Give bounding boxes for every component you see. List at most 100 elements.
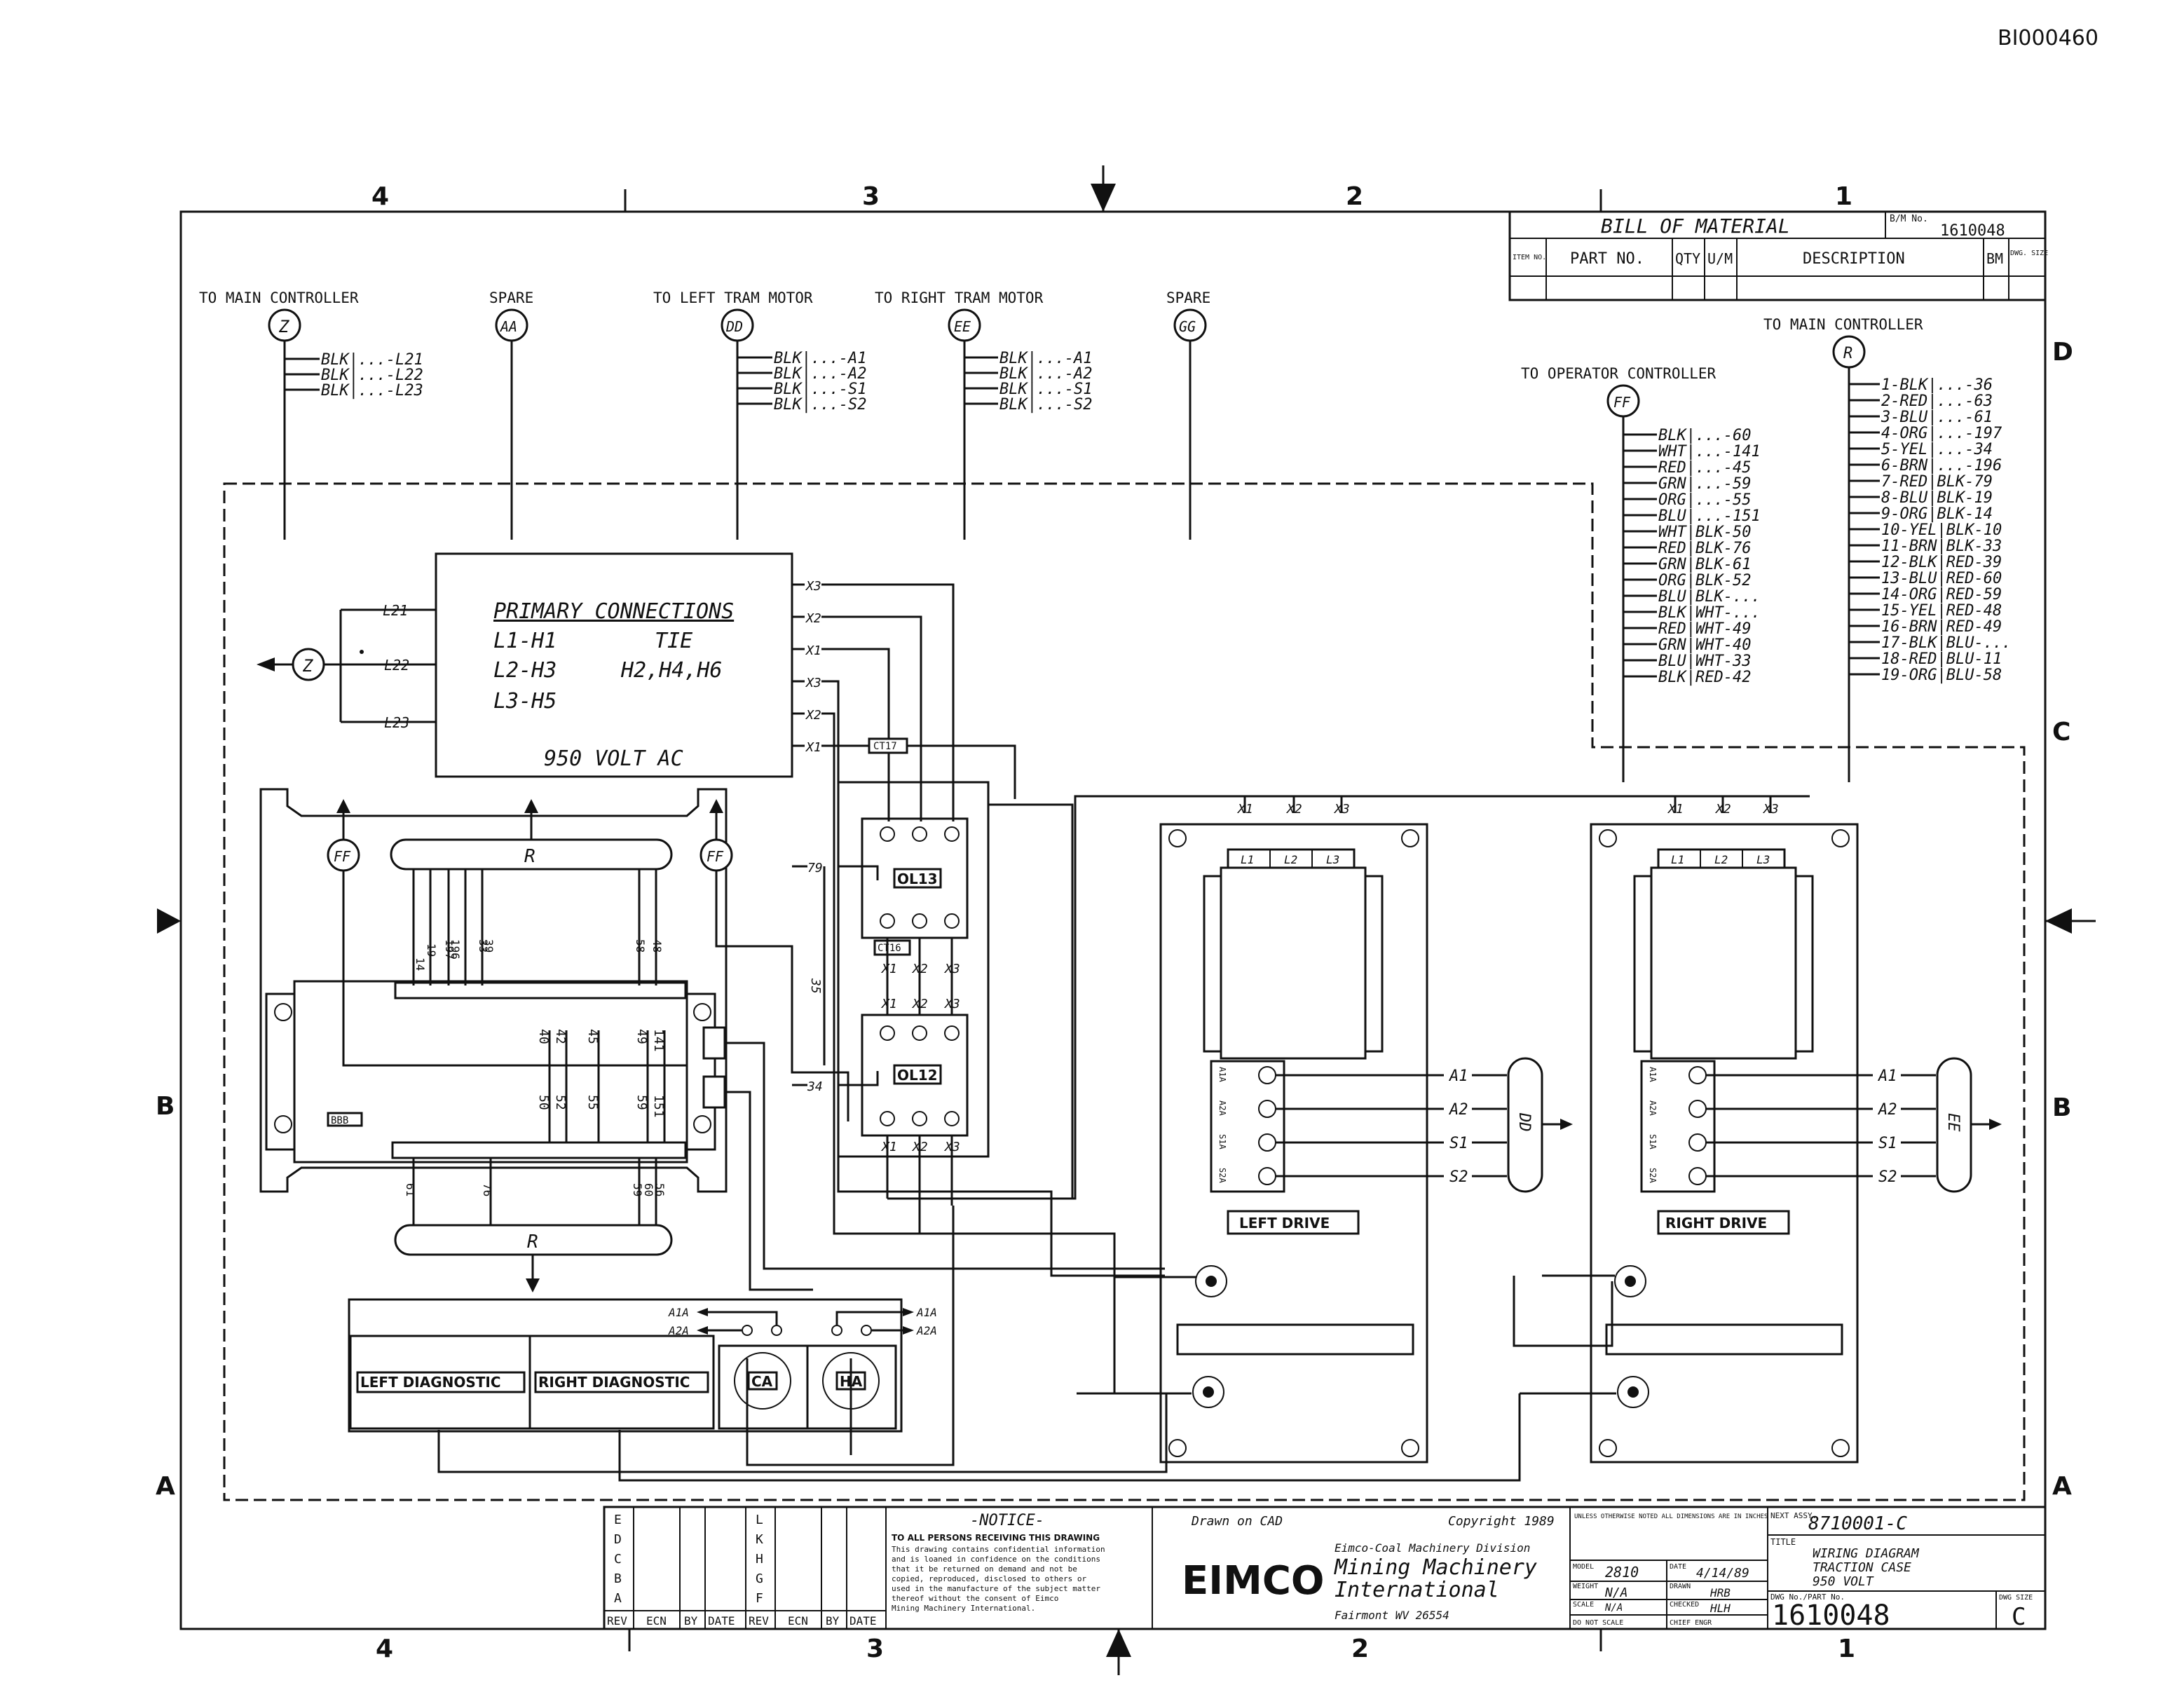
- company-name-line1: Mining Machinery: [1334, 1555, 1537, 1580]
- zone-label-right-D: D: [2052, 338, 2073, 367]
- rev-right-k: K: [756, 1532, 763, 1547]
- left-drive-s2a: S2A: [1217, 1168, 1227, 1183]
- connector-gg-spare: SPARE GG: [1166, 289, 1210, 540]
- transformer-row1-right: TIE: [655, 629, 692, 653]
- r-wire-6: 6-BRN|...-196: [1881, 457, 2002, 475]
- r-plug-bottom-label: R: [527, 1232, 538, 1253]
- board-mid-bot-num-2: 52: [553, 1095, 568, 1110]
- ff-wire-2: WHT|...-141: [1658, 443, 1761, 461]
- transformer-out-x1b: X1: [805, 740, 821, 755]
- ol12-term-x1-top: X1: [880, 997, 897, 1011]
- zone-label-top-2: 2: [1346, 182, 1363, 211]
- overload-ol12-label: OL12: [897, 1067, 938, 1084]
- bom-col-desc: DESCRIPTION: [1803, 250, 1905, 268]
- r-wire-19: 19-ORG|BLU-58: [1881, 667, 2002, 684]
- zone-label-right-C: C: [2052, 718, 2070, 746]
- dwg-size: C: [2012, 1603, 2026, 1631]
- board-bot-num-3: 59: [631, 1183, 644, 1196]
- company-division: Eimco-Coal Machinery Division: [1335, 1541, 1530, 1555]
- r-wire-8: 8-BLU|BLK-19: [1881, 489, 1993, 507]
- left-drive-x3: X3: [1333, 802, 1350, 817]
- transformer-z-connector: Z: [302, 656, 313, 676]
- bom-col-bm: BM: [1986, 250, 2003, 267]
- do-not-scale: DO NOT SCALE: [1573, 1619, 1623, 1627]
- r-wire-17: 17-BLK|BLU-...: [1881, 634, 2011, 652]
- r-wire-12: 12-BLK|RED-39: [1881, 554, 2002, 571]
- ff-wire-12: BLK|WHT-...: [1658, 604, 1761, 622]
- ol13-term-x1: X1: [880, 962, 897, 976]
- rev-right-g: G: [756, 1571, 763, 1586]
- right-drive-x2: X2: [1714, 802, 1731, 817]
- rev-right-l: L: [756, 1513, 763, 1527]
- bom-col-qty: QTY: [1675, 250, 1700, 267]
- r-wire-10: 10-YEL|BLK-10: [1881, 521, 2002, 539]
- transformer-out-x3b: X3: [805, 676, 821, 690]
- title-label: TITLE: [1770, 1537, 1796, 1547]
- drawn-label: DRAWN: [1670, 1583, 1691, 1590]
- transformer-title: PRIMARY CONNECTIONS: [493, 599, 734, 624]
- connector-gg-label: SPARE: [1166, 289, 1210, 306]
- connector-dd-wire-3: BLK|...-S1: [774, 381, 866, 398]
- transformer-rating: 950 VOLT AC: [544, 746, 683, 771]
- transformer-out-x1a: X1: [805, 643, 821, 658]
- connector-z-wire-3: BLK|...-L23: [321, 382, 423, 400]
- bom-title: BILL OF MATERIAL: [1601, 214, 1790, 238]
- r-wire-11: 11-BRN|BLK-33: [1881, 538, 2002, 555]
- zone-label-top-3: 3: [862, 182, 880, 211]
- drawing-title-1: WIRING DIAGRAM: [1813, 1546, 1920, 1561]
- rev-col-by-a: BY: [684, 1614, 698, 1628]
- weight-label: WEIGHT: [1573, 1583, 1598, 1590]
- connector-ff-label: TO OPERATOR CONTROLLER: [1521, 365, 1717, 382]
- notice-line-4: that it be returned on demand and not be: [892, 1564, 1077, 1574]
- r-plug-top-label: R: [524, 846, 535, 867]
- overload-ol13-label: OL13: [897, 871, 938, 887]
- ff-plug-left-label: FF: [334, 848, 351, 865]
- transformer-row3-left: L3-H5: [493, 689, 557, 714]
- ff-wire-1: BLK|...-60: [1658, 427, 1751, 444]
- connector-z-wire-1: BLK|...-L21: [321, 351, 423, 369]
- connector-ee-label: TO RIGHT TRAM MOTOR: [875, 289, 1044, 306]
- connector-dd-label: TO LEFT TRAM MOTOR: [653, 289, 813, 306]
- connector-r-main-controller: TO MAIN CONTROLLER R 1-BLK|...-36 2-RED|…: [1763, 316, 2011, 782]
- left-drive-s1a: S1A: [1217, 1134, 1227, 1150]
- right-drive-ee-label: EE: [1944, 1113, 1962, 1132]
- notice-line-8: Mining Machinery International.: [892, 1604, 1035, 1613]
- left-drive-l3: L3: [1326, 853, 1339, 866]
- diag-a2a-left: A2A: [668, 1324, 689, 1337]
- board-mid-num-4: 49: [634, 1029, 649, 1044]
- next-assy-label: NEXT ASSY.: [1770, 1511, 1817, 1520]
- ff-wire-3: RED|...-45: [1658, 459, 1751, 477]
- left-drive-a1a: A1A: [1217, 1067, 1227, 1082]
- notice-line-1: TO ALL PERSONS RECEIVING THIS DRAWING: [892, 1533, 1100, 1543]
- rev-left-e: E: [614, 1513, 622, 1527]
- ff-wire-16: BLK|RED-42: [1658, 669, 1751, 686]
- current-sensor-ca-label: CA: [751, 1373, 773, 1390]
- board-bot-num-2: 76: [481, 1183, 494, 1196]
- transformer-row2-right: H2,H4,H6: [620, 658, 723, 683]
- rev-col-by-b: BY: [826, 1614, 840, 1628]
- scale-value: N/A: [1604, 1602, 1623, 1614]
- transformer-in-l23: L23: [384, 714, 409, 731]
- right-drive-a2a: A2A: [1648, 1100, 1658, 1116]
- connector-ee-id: EE: [954, 318, 971, 335]
- right-drive-module: X1 X2 X3 L1 L2 L3 A1A A2A S1A S2A RIGHT …: [1590, 802, 1873, 1464]
- board-mid-bot-num-3: 55: [585, 1095, 600, 1110]
- diag-a1a-left: A1A: [668, 1306, 689, 1319]
- bom-col-part: PART NO.: [1570, 250, 1644, 268]
- left-drive-l1: L1: [1241, 853, 1254, 866]
- board-top-num-3: 197: [443, 939, 456, 960]
- traction-case-outline: [223, 482, 2026, 1501]
- ff-wire-14: GRN|WHT-40: [1658, 636, 1751, 654]
- weight-value: N/A: [1604, 1585, 1628, 1600]
- board-mid-bot-num-5: 151: [651, 1095, 666, 1118]
- right-drive-out-s2: S2: [1878, 1168, 1897, 1186]
- transformer-out-x2b: X2: [805, 708, 821, 723]
- notice-line-7: thereof without the consent of Eimco: [892, 1594, 1058, 1603]
- notice-line-2: This drawing contains confidential infor…: [892, 1545, 1105, 1554]
- chief-engr-label: CHIEF ENGR: [1670, 1619, 1712, 1627]
- right-drive-l2: L2: [1714, 853, 1728, 866]
- transformer-in-l21: L21: [383, 602, 408, 619]
- doc-id: BI000460: [1998, 26, 2098, 50]
- zone-label-bottom-2: 2: [1351, 1635, 1369, 1663]
- board-bot-num-4: 60: [642, 1183, 655, 1196]
